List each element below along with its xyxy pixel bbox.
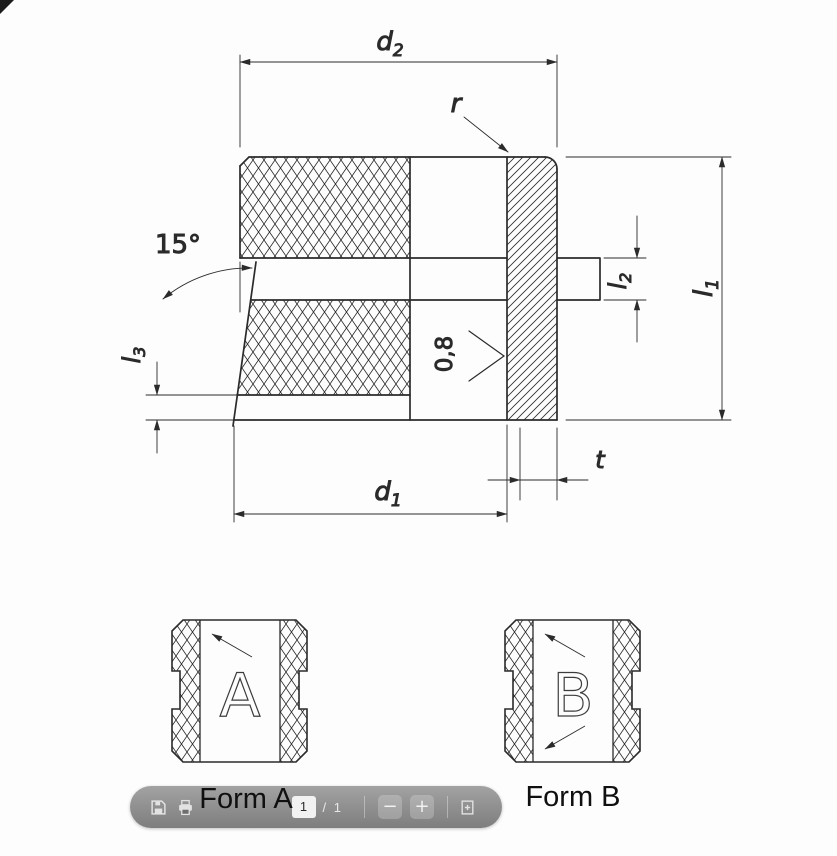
fit-page-icon xyxy=(459,799,476,816)
taper-line xyxy=(232,261,257,427)
roughness-symbol xyxy=(468,330,506,382)
form-a-letter: A xyxy=(219,661,260,731)
dim-angle xyxy=(162,261,253,313)
dim-l2 xyxy=(603,215,647,343)
dim-l1 xyxy=(565,156,732,421)
roughness-value: 0,8 xyxy=(432,336,458,373)
form-b-view: B xyxy=(504,619,641,763)
dim-l2-label: l2 xyxy=(604,273,635,290)
knurled-area-upper xyxy=(240,157,410,258)
form-a-leader-arrow xyxy=(211,633,253,658)
dim-t-label: t xyxy=(595,446,606,474)
form-b-leader-arrow-top xyxy=(544,633,586,658)
pdf-toolbar: 1 / 1 − + xyxy=(130,786,502,828)
knurled-area-lower xyxy=(237,300,410,395)
print-icon xyxy=(177,799,194,816)
dim-l3 xyxy=(145,361,238,454)
dim-l3-label: l3 xyxy=(118,347,149,364)
zoom-out-button[interactable]: − xyxy=(378,795,402,819)
small-view-shape xyxy=(171,619,308,763)
toolbar-divider xyxy=(364,796,365,818)
dim-d1-label: d1 xyxy=(374,477,401,511)
dim-d2 xyxy=(239,54,558,148)
form-b-caption: Form B xyxy=(525,781,621,813)
page-count-label: / 1 xyxy=(322,799,343,815)
dim-l1-label: l1 xyxy=(689,279,723,297)
main-section-view: d2 d1 l1 l2 xyxy=(118,27,732,523)
fit-page-button[interactable] xyxy=(457,794,478,820)
toolbar-divider-2 xyxy=(447,796,448,818)
dim-angle-label: 15° xyxy=(155,230,201,260)
page-number-input[interactable]: 1 xyxy=(291,796,316,818)
dim-d2-label: d2 xyxy=(376,27,403,61)
form-b-leader-arrow-bottom xyxy=(544,725,586,750)
save-button[interactable] xyxy=(148,794,169,820)
print-button[interactable] xyxy=(175,794,196,820)
section-hatch-flange xyxy=(507,157,557,420)
part-outline xyxy=(232,156,601,427)
form-b-letter: B xyxy=(552,661,593,731)
pilot-stub xyxy=(556,257,601,301)
dim-d1 xyxy=(233,424,508,523)
dim-r-leader xyxy=(463,116,509,153)
zoom-in-button[interactable]: + xyxy=(410,795,434,819)
dim-t xyxy=(487,427,589,501)
dim-r-label: r xyxy=(451,89,464,119)
form-a-view: A xyxy=(171,619,308,763)
corner-artifact xyxy=(0,0,14,14)
save-icon xyxy=(150,799,167,816)
